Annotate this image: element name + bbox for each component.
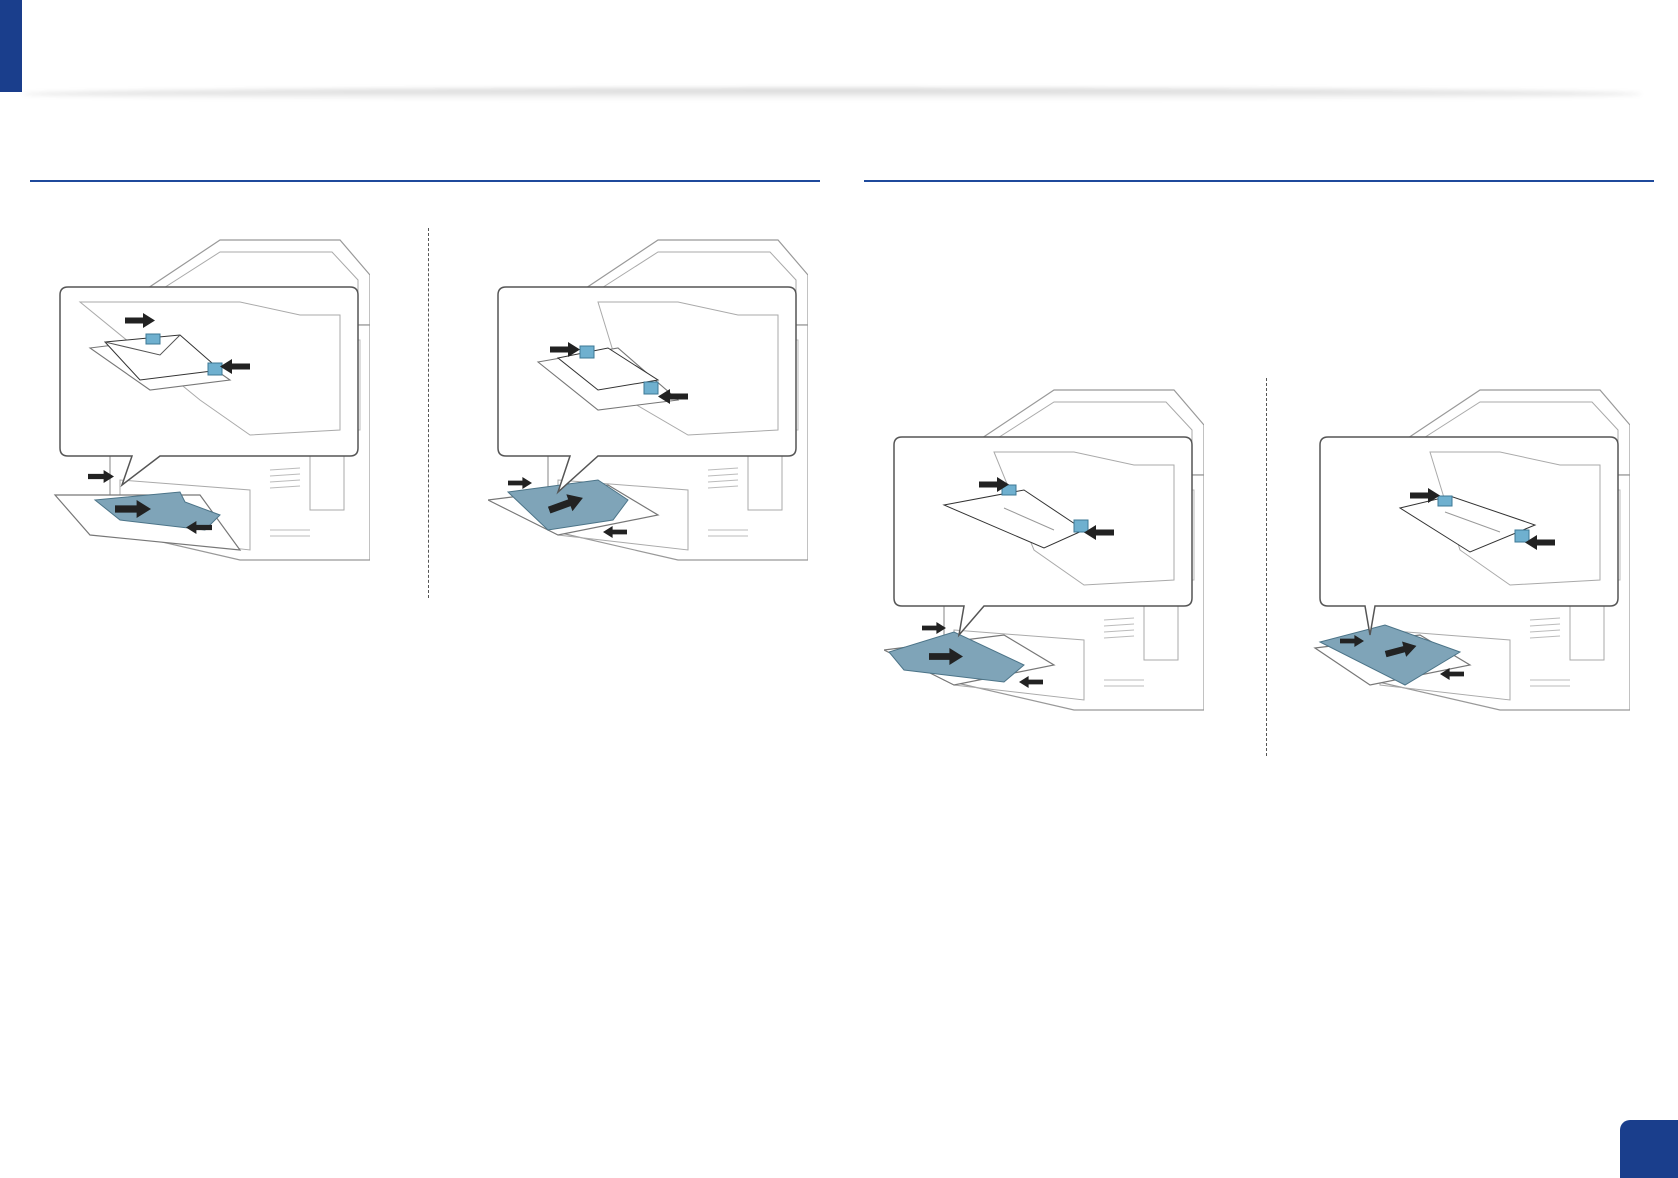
section-rule-left xyxy=(30,180,820,182)
guide-arrow-icon xyxy=(922,622,946,634)
envelope-loading-illustration-b xyxy=(488,230,828,590)
paper-loading-illustration-a xyxy=(884,380,1224,740)
guide-arrow-icon xyxy=(508,477,532,489)
header-corner-tab xyxy=(0,0,22,92)
envelope-loading-illustration-a xyxy=(50,230,390,590)
dashed-divider-right xyxy=(1266,378,1267,756)
section-rule-right xyxy=(864,180,1654,182)
page-number-badge xyxy=(1620,1120,1678,1178)
paper-loading-illustration-b xyxy=(1310,380,1650,740)
header-rule xyxy=(22,88,1642,100)
dashed-divider-left xyxy=(428,228,429,598)
